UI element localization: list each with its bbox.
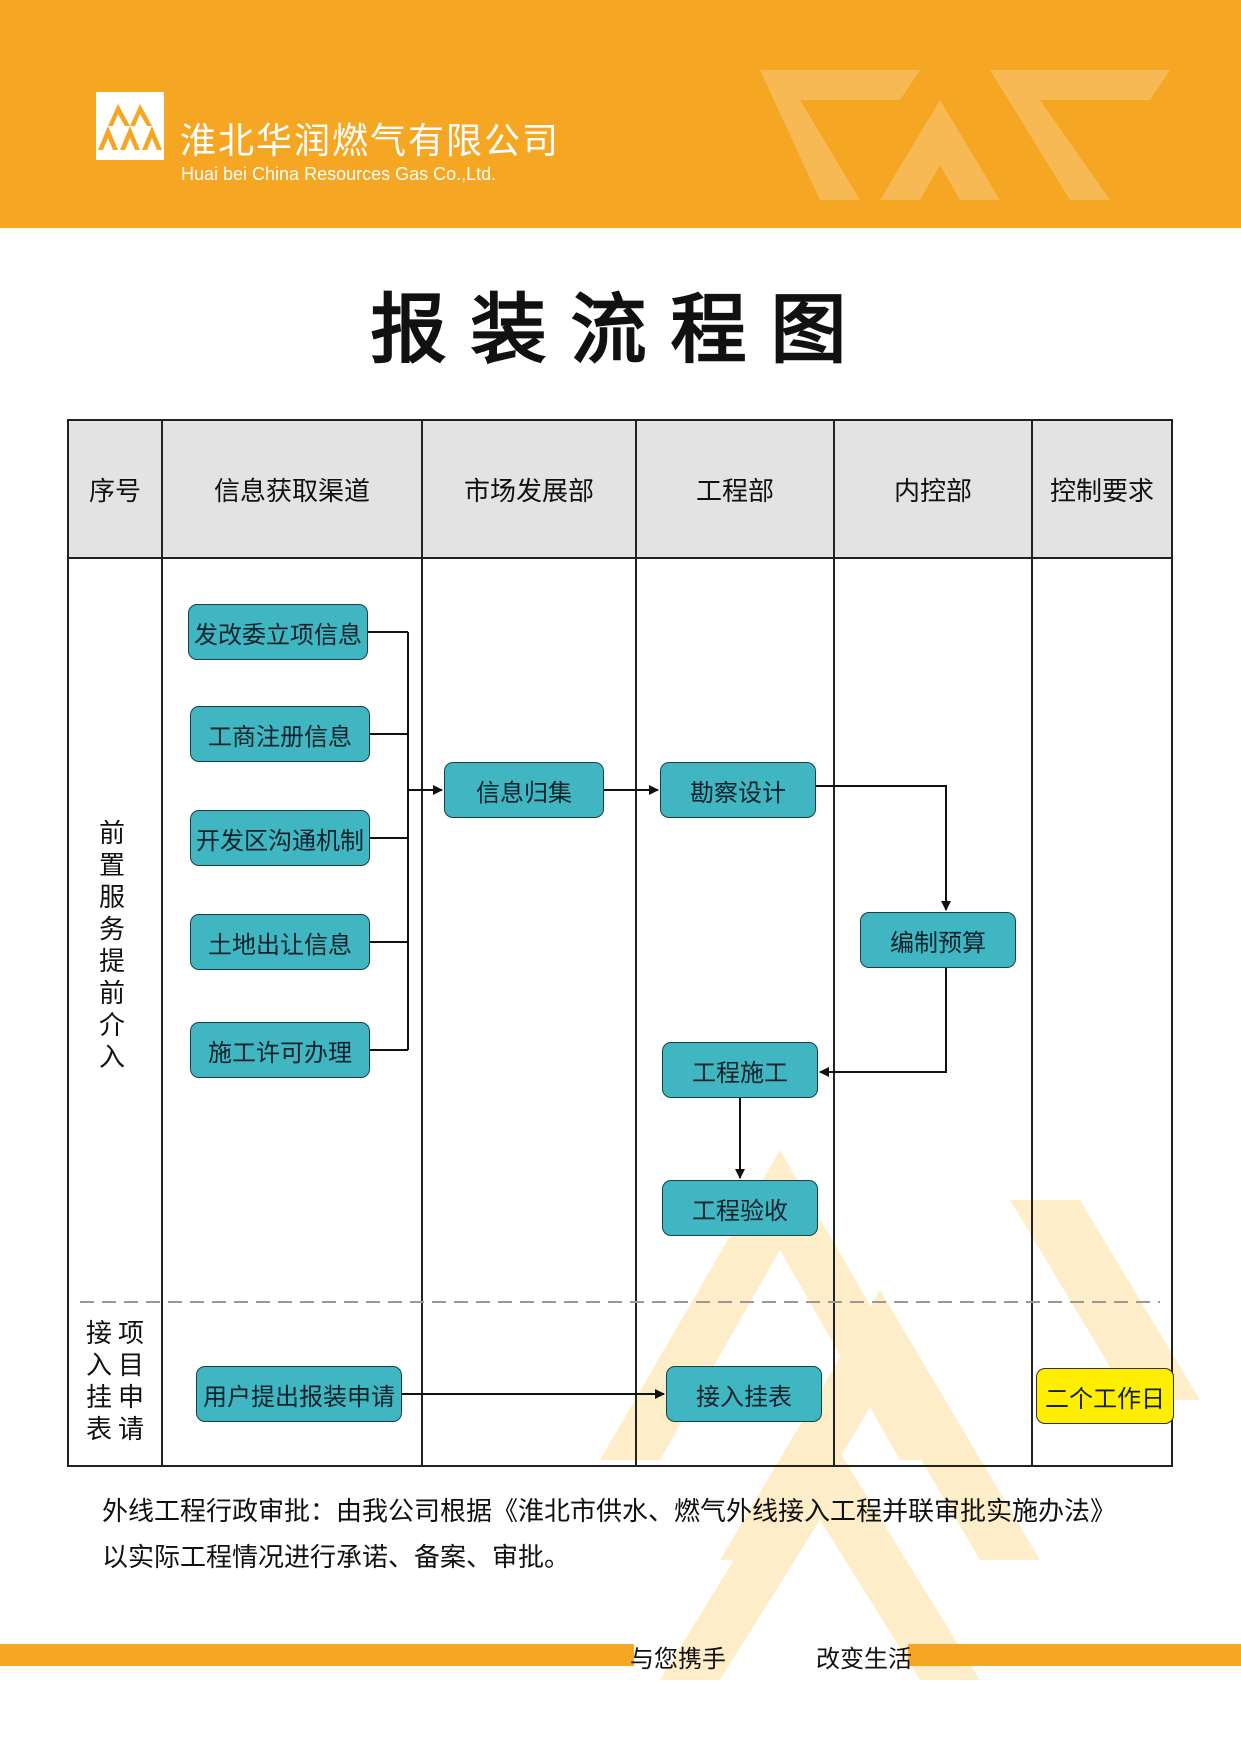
node-dev-zone-communication: 开发区沟通机制 (190, 810, 370, 866)
header-chevron-decoration (760, 70, 1170, 200)
node-ndrc-approval: 发改委立项信息 (188, 604, 368, 660)
node-info-collection: 信息归集 (444, 762, 604, 818)
slogan-part-1: 与您携手 (630, 1644, 726, 1673)
section-label-project-apply: 项目申请 (117, 1319, 144, 1445)
node-construction: 工程施工 (662, 1042, 818, 1098)
node-budget-preparation: 编制预算 (860, 912, 1016, 968)
node-user-application: 用户提出报装申请 (196, 1366, 402, 1422)
slogan-part-2: 改变生活 (816, 1644, 912, 1673)
header-engineering-dept: 工程部 (695, 476, 774, 507)
section-label-meter-install: 接入挂表 (85, 1319, 112, 1445)
company-name-cn: 淮北华润燃气有限公司 (180, 121, 561, 162)
approval-note-line2: 以实际工程情况进行承诺、备案、审批。 (102, 1543, 571, 1573)
header-control-requirement: 控制要求 (1049, 476, 1154, 507)
node-meter-connection: 接入挂表 (666, 1366, 822, 1422)
node-acceptance: 工程验收 (662, 1180, 818, 1236)
approval-note-line1: 外线工程行政审批：由我公司根据《淮北市供水、燃气外线接入工程并联审批实施办法》 (102, 1497, 1117, 1527)
node-land-transfer: 土地出让信息 (190, 914, 370, 970)
logo-peaks-icon (98, 104, 162, 150)
footer-bar-left (0, 1644, 634, 1666)
footer-bar-right (908, 1644, 1241, 1666)
header-info-channel: 信息获取渠道 (213, 476, 370, 507)
section-label-pre-service: 前置服务提前介入 (98, 819, 125, 1073)
footer-slogan: 与您携手 改变生活 (630, 1636, 912, 1676)
header-internal-control-dept: 内控部 (893, 476, 972, 507)
node-business-registration: 工商注册信息 (190, 706, 370, 762)
company-logo (96, 92, 164, 160)
page-title: 报装流程图 (370, 285, 871, 374)
header-market-dept: 市场发展部 (463, 476, 594, 507)
node-survey-design: 勘察设计 (660, 762, 816, 818)
header-index: 序号 (88, 476, 141, 507)
company-name-en: Huai bei China Resources Gas Co.,Ltd. (181, 164, 497, 184)
node-two-working-days: 二个工作日 (1036, 1368, 1174, 1424)
node-construction-permit: 施工许可办理 (190, 1022, 370, 1078)
header-banner: 淮北华润燃气有限公司 Huai bei China Resources Gas … (0, 0, 1241, 228)
